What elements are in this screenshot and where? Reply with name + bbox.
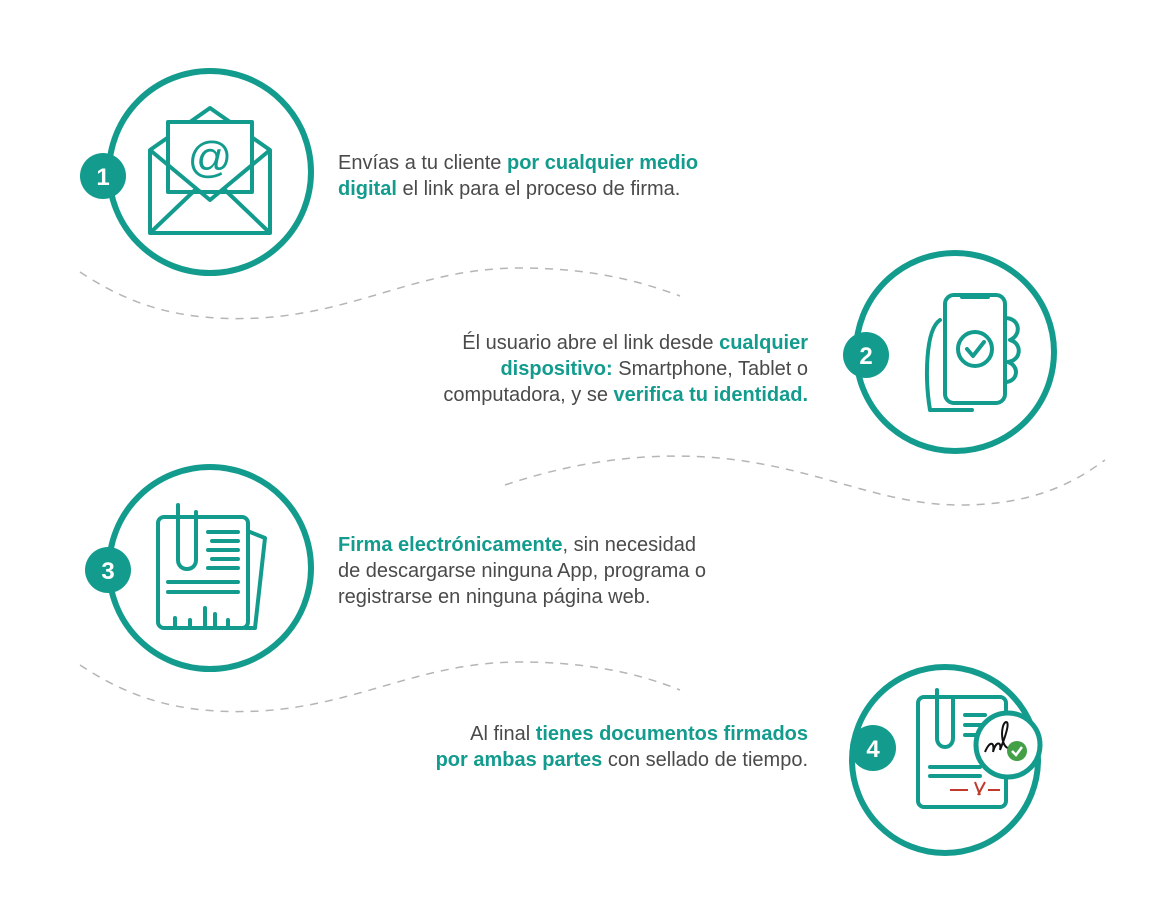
step-2-graphic <box>843 250 1057 454</box>
stamp-logo <box>950 781 1000 796</box>
signed-document-icon <box>916 688 1043 809</box>
step-1-graphic: @ <box>80 68 314 276</box>
signature-icon <box>984 720 1013 753</box>
body-text: Al final <box>470 723 536 745</box>
svg-text:@: @ <box>188 133 233 182</box>
body-text: el link para el proceso de firma. <box>396 178 681 200</box>
text-line: Él usuario abre el link desde cualquier <box>443 330 808 356</box>
body-text: , sin necesidad <box>562 534 696 556</box>
text-line: Al final tienes documentos firmados <box>436 721 808 747</box>
body-text: registrarse en ninguna página web. <box>338 586 651 608</box>
text-line: Envías a tu cliente por cualquier medio <box>338 150 698 176</box>
text-line: digital el link para el proceso de firma… <box>338 176 698 202</box>
connector-3-4 <box>79 661 681 713</box>
connector-1-2 <box>79 267 681 320</box>
check-badge-icon <box>1007 741 1027 761</box>
text-line: dispositivo: Smartphone, Tablet o <box>443 356 808 382</box>
text-line: de descargarse ninguna App, programa o <box>338 558 706 584</box>
highlight-text: tienes documentos firmados <box>535 723 808 745</box>
body-text: Envías a tu cliente <box>338 152 507 174</box>
step-badge <box>80 153 126 199</box>
body-text: Smartphone, Tablet o <box>612 358 808 380</box>
text-line: Firma electrónicamente, sin necesidad <box>338 532 706 558</box>
text-line: computadora, y se verifica tu identidad. <box>443 382 808 408</box>
highlight-text: Firma electrónicamente <box>338 534 563 556</box>
step-number: 3 <box>101 558 114 585</box>
dashed-connectors <box>79 267 1106 713</box>
step-number: 4 <box>866 736 880 763</box>
step-number: 2 <box>859 343 872 370</box>
highlight-text: digital <box>338 178 397 200</box>
step-badge <box>850 725 896 771</box>
step-3-graphic <box>85 464 314 672</box>
step-badge <box>843 332 889 378</box>
step-number: 1 <box>96 164 109 191</box>
step-4-graphic <box>849 664 1043 856</box>
highlight-text: verifica tu identidad. <box>613 384 808 406</box>
step-badge <box>85 547 131 593</box>
body-text: con sellado de tiempo. <box>602 749 808 771</box>
connector-2-3 <box>504 455 1106 506</box>
text-line: por ambas partes con sellado de tiempo. <box>436 747 808 773</box>
highlight-text: por ambas partes <box>435 749 603 771</box>
smartphone-check-icon <box>925 293 1021 412</box>
document-clip-icon <box>156 503 267 630</box>
text-line: registrarse en ninguna página web. <box>338 584 706 610</box>
envelope-at-icon: @ <box>148 106 272 235</box>
highlight-text: por cualquier medio <box>506 152 699 174</box>
highlight-text: dispositivo: <box>500 358 613 380</box>
body-text: de descargarse ninguna App, programa o <box>338 560 707 582</box>
highlight-text: cualquier <box>719 332 808 354</box>
body-text: Él usuario abre el link desde <box>462 332 720 354</box>
body-text: computadora, y se <box>443 384 614 406</box>
